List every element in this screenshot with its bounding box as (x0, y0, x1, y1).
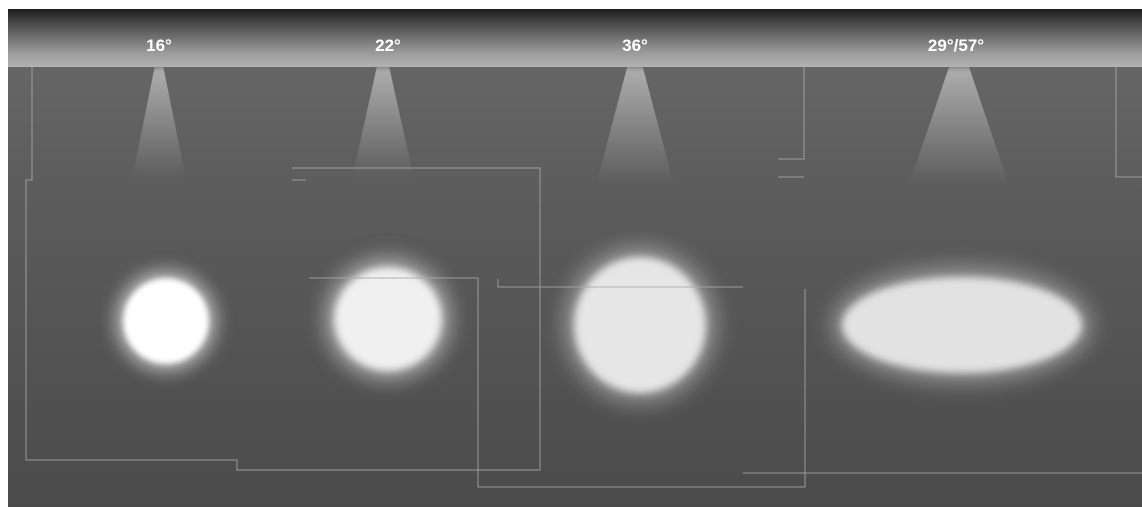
light-spot-29-57 (842, 277, 1082, 373)
light-spot-22 (334, 267, 442, 371)
beam-label-22: 22° (375, 36, 401, 55)
light-spot-16 (123, 278, 209, 364)
beam-angle-panel: 16° 22° 36° 29°/57° (8, 9, 1142, 507)
header-bar: 16° 22° 36° 29°/57° (8, 9, 1142, 67)
beam-label-16: 16° (146, 36, 172, 55)
light-spot-36 (574, 257, 706, 393)
guide-lines (25, 67, 1142, 488)
beam-label-36: 36° (622, 36, 648, 55)
beam-label-29-57: 29°/57° (927, 36, 985, 55)
